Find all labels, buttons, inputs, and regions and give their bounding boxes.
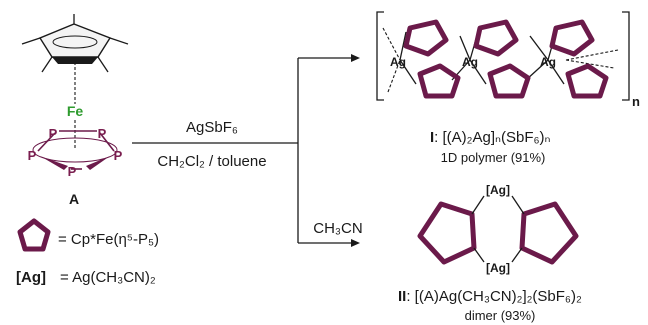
- pentagon-definition: = Cp*Fe(η⁵-P₅): [58, 231, 159, 248]
- cp-star-ring: [21, 14, 129, 73]
- p-atom-left: P: [28, 148, 37, 163]
- polymer-structure: [376, 11, 630, 101]
- product1-formula: : [(A)₂Ag]ₙ(SbF₆)ₙ: [434, 129, 550, 146]
- polymer-ag-3: Ag: [540, 55, 556, 69]
- pentagon-legend-icon: [17, 218, 51, 252]
- product2-formula: : [(A)Ag(CH₃CN)₂]₂(SbF₆)₂: [406, 288, 582, 305]
- product1-caption: I: [(A)₂Ag]ₙ(SbF₆)ₙ: [430, 129, 551, 146]
- reagent-salt: AgSbF₆: [186, 119, 238, 136]
- reaction-arrows: [132, 54, 360, 247]
- p-atom-right: P: [114, 148, 123, 163]
- product2-caption: II: [(A)Ag(CH₃CN)₂]₂(SbF₆)₂: [398, 288, 582, 305]
- product2-tag: II: [398, 288, 406, 305]
- product1-tag: I: [430, 129, 434, 146]
- reactant-label: A: [69, 191, 79, 207]
- dimer-structure: [417, 195, 579, 265]
- dimer-ag-bottom: [Ag]: [486, 261, 510, 275]
- product1-description: 1D polymer (91%): [441, 150, 546, 165]
- p5-ring: [32, 130, 118, 170]
- reagent-additive: CH₃CN: [313, 220, 362, 237]
- p-atom-top-right: P: [98, 126, 107, 141]
- polymer-ag-1: Ag: [390, 55, 406, 69]
- arrow-head-top: [351, 54, 360, 62]
- product2-description: dimer (93%): [465, 308, 536, 323]
- dimer-ag-top: [Ag]: [486, 183, 510, 197]
- repeat-unit-n: n: [632, 94, 640, 109]
- p-atom-bottom: P: [68, 164, 77, 179]
- iron-atom: Fe: [67, 103, 84, 119]
- polymer-ag-2: Ag: [462, 55, 478, 69]
- p-atom-top-left: P: [49, 126, 58, 141]
- ag-legend-symbol: [Ag]: [16, 269, 46, 286]
- reagent-solvent: CH₂Cl₂ / toluene: [157, 153, 266, 170]
- ag-definition: = Ag(CH₃CN)₂: [60, 269, 156, 286]
- arrow-head-bottom: [351, 239, 360, 247]
